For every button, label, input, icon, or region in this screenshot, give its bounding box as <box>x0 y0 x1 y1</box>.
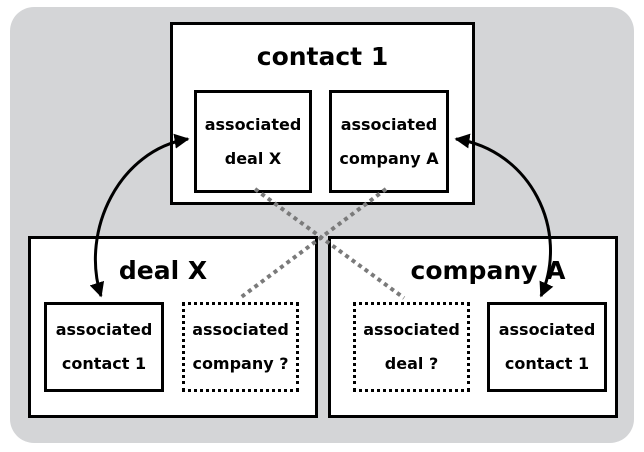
company-title: company A <box>410 256 566 285</box>
item-value: company A <box>339 148 439 168</box>
contact-associated-deal: associated deal X <box>194 90 312 193</box>
contact-associated-company: associated company A <box>329 90 449 193</box>
deal-associated-company-unknown: associated company ? <box>182 302 299 392</box>
deal-record-box: deal X associated contact 1 associated c… <box>28 236 318 418</box>
deal-title: deal X <box>118 256 208 285</box>
contact-title: contact 1 <box>256 42 389 71</box>
company-associated-deal-unknown: associated deal ? <box>353 302 470 392</box>
item-label: associated <box>55 320 153 339</box>
company-record-box: company A associated deal ? associated c… <box>328 236 618 418</box>
item-value: contact 1 <box>61 354 147 373</box>
item-label: associated <box>340 114 438 134</box>
item-value: deal ? <box>384 354 439 373</box>
contact-record-box: contact 1 associated deal X associated c… <box>170 22 475 205</box>
item-value: contact 1 <box>504 354 590 373</box>
item-label: associated <box>363 320 460 339</box>
item-label: associated <box>204 114 302 134</box>
item-value: company ? <box>192 354 289 373</box>
item-label: associated <box>498 320 596 339</box>
deal-associated-contact: associated contact 1 <box>44 302 164 392</box>
item-value: deal X <box>224 148 282 168</box>
company-associated-contact: associated contact 1 <box>487 302 607 392</box>
item-label: associated <box>192 320 289 339</box>
